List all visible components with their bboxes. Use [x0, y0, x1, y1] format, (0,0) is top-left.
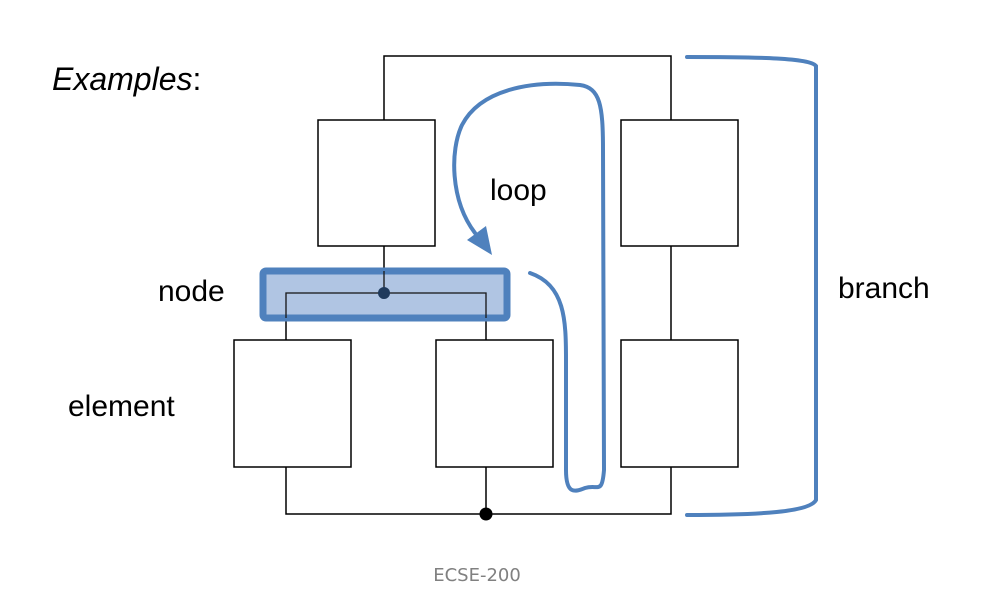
examples-heading: Examples: [52, 61, 201, 97]
branch-label: branch [838, 272, 930, 305]
circuit-elements [233, 119, 739, 468]
branch-bracket [685, 55, 818, 517]
top-wire [383, 55, 672, 120]
examples-heading-colon: : [193, 61, 202, 97]
element-box-lower-right [620, 339, 739, 468]
loop-arrowhead [467, 226, 492, 255]
element-box-lower-left [233, 339, 352, 468]
element-box-lower-middle [435, 339, 554, 468]
node-label: node [158, 275, 225, 308]
element-box-upper-left [317, 119, 436, 247]
loop-annotation [452, 81, 607, 493]
element-label: element [68, 390, 175, 423]
element-box-upper-right [620, 119, 739, 247]
bottom-wire [285, 467, 672, 515]
loop-arrow-path [452, 81, 607, 493]
bottom-node-dot [479, 507, 493, 521]
node-dot [378, 287, 390, 299]
footer-course-code: ECSE-200 [433, 565, 521, 586]
examples-heading-text: Examples [52, 61, 193, 97]
loop-label: loop [490, 174, 547, 207]
